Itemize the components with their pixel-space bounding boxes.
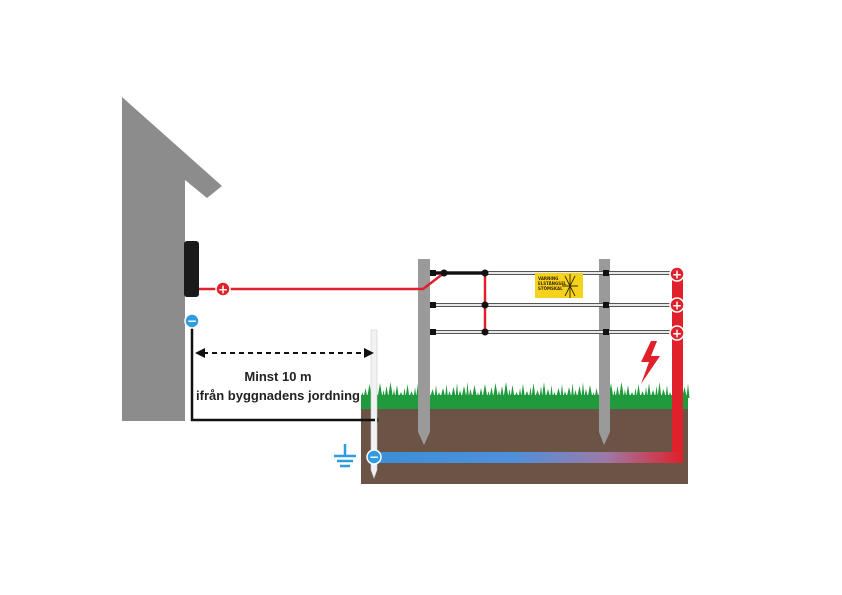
negative-terminal-ground-rod: − — [366, 449, 382, 465]
grass-strip — [361, 382, 690, 409]
insulators — [430, 270, 609, 335]
live-wire-feed — [199, 272, 445, 291]
svg-text:+: + — [672, 327, 682, 341]
soil-block — [361, 404, 688, 484]
distance-arrow — [195, 348, 374, 358]
positive-terminal-middle: + — [669, 297, 685, 313]
fence-post-left — [418, 259, 430, 445]
distance-label-line2: ifrån byggnadens jordning — [196, 388, 360, 403]
energizer-box — [184, 241, 199, 297]
negative-terminal-energizer: − — [184, 313, 200, 329]
svg-text:+: + — [672, 268, 682, 282]
svg-text:VARNING: VARNING — [538, 276, 558, 281]
lightning-bolt-icon — [641, 341, 660, 384]
positive-terminal-top: + — [669, 266, 685, 282]
ground-symbol-icon — [334, 444, 356, 468]
live-return-vertical — [672, 273, 683, 463]
svg-text:−: − — [187, 314, 197, 328]
ground-return-wire — [190, 322, 375, 422]
positive-terminal-energizer: + — [215, 281, 231, 297]
fence-post-right — [599, 259, 610, 445]
warning-sign-icon: VARNING ELSTÄNGSEL STÖMSKAL — [535, 273, 583, 298]
svg-text:STÖMSKAL: STÖMSKAL — [538, 286, 563, 291]
svg-text:+: + — [218, 283, 228, 297]
svg-text:ELSTÄNGSEL: ELSTÄNGSEL — [538, 281, 567, 286]
svg-text:−: − — [369, 450, 379, 464]
ground-rod — [370, 329, 378, 479]
positive-terminal-bottom: + — [669, 325, 685, 341]
building-wall — [122, 97, 222, 421]
distance-label-line1: Minst 10 m — [244, 369, 311, 384]
svg-text:+: + — [672, 299, 682, 313]
ground-wire-underground — [375, 452, 683, 463]
